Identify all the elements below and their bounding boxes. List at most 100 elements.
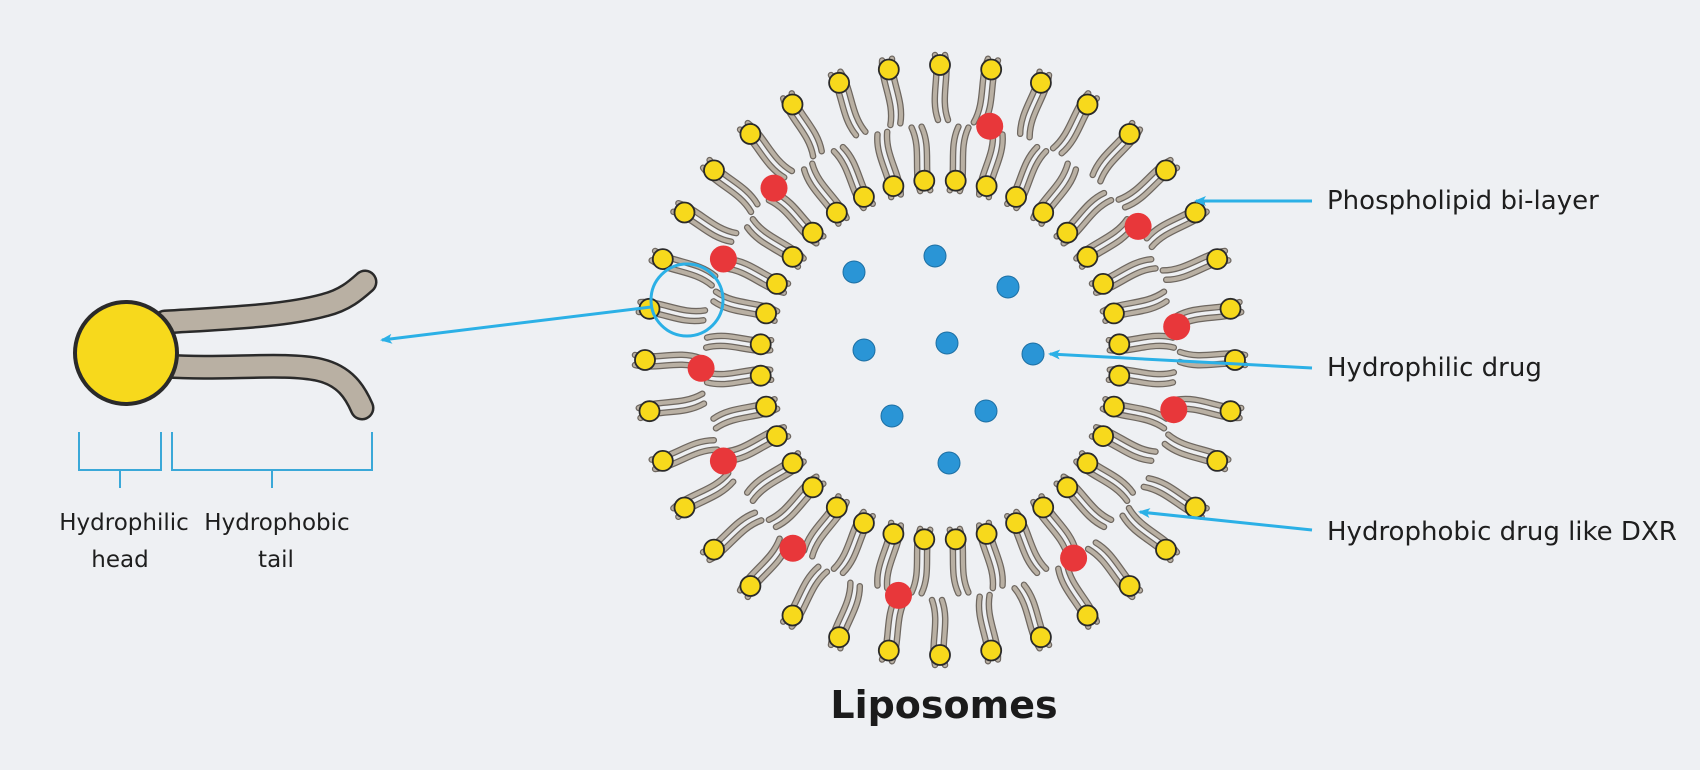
hydrophilic-drug-arrow: [1048, 349, 1313, 370]
hydrophilic-drug-particle: [974, 399, 998, 423]
lipid-head: [739, 123, 762, 145]
inner-phospholipid: [830, 508, 876, 577]
outer-phospholipid: [1016, 68, 1053, 141]
lipid-head: [1206, 449, 1229, 472]
outer-phospholipid: [736, 119, 796, 181]
outer-phospholipid: [1171, 395, 1245, 423]
hydrophobic-drug-particle: [687, 354, 715, 382]
lipid-head: [781, 245, 804, 268]
hydrophilic-drug-particle: [1021, 342, 1045, 366]
lipid-head: [913, 169, 936, 192]
hydrophilic-drug-particle: [880, 404, 904, 428]
hydrophobic-drug-particle: [1160, 396, 1188, 424]
lipid-head: [929, 644, 951, 666]
inner-phospholipid: [1030, 160, 1080, 227]
lipid-head: [853, 512, 875, 534]
lipid-head: [1076, 452, 1099, 475]
lipid-head: [1184, 496, 1207, 519]
lipid-head: [1005, 185, 1027, 208]
lipid-head: [980, 639, 1003, 662]
inner-phospholipid: [743, 215, 807, 270]
lipid-head: [1155, 538, 1177, 561]
inner-phospholipid: [765, 473, 827, 531]
inner-phospholipid: [1004, 508, 1050, 577]
inner-phospholipid: [908, 525, 936, 597]
lipid-head: [825, 201, 848, 224]
head-bracket: [78, 432, 162, 488]
inner-phospholipid: [874, 519, 905, 592]
lipid-head: [801, 476, 824, 499]
outer-phospholipid: [929, 51, 952, 124]
lipid-head: [766, 272, 788, 295]
inner-phospholipid: [702, 332, 775, 356]
inner-phospholipid: [975, 519, 1006, 592]
lipid-head: [749, 364, 772, 387]
outer-phospholipid: [670, 199, 740, 245]
lipid-head: [1032, 201, 1055, 224]
lipid-head: [944, 528, 967, 551]
hydrophilic-drug-label: Hydrophilic drug: [1327, 353, 1542, 383]
outer-phospholipid: [736, 535, 791, 601]
outer-phospholipid: [670, 469, 737, 521]
highlight-circle: [649, 262, 725, 338]
lipid-head: [801, 221, 824, 244]
lipid-head: [1030, 71, 1052, 94]
hydrophobic-drug-particle: [709, 245, 737, 273]
inner-phospholipid: [1105, 364, 1178, 388]
lipid-head: [929, 54, 951, 76]
hydrophobic-drug-particle: [976, 112, 1004, 140]
hydrophilic-head-label-line2: head: [91, 547, 148, 573]
outer-phospholipid: [877, 55, 905, 129]
lipid-head: [1056, 476, 1079, 499]
lipid-head: [673, 496, 696, 519]
lipid-head: [749, 333, 772, 356]
hydrophobic-drug-particle: [760, 174, 788, 202]
lipid-head: [781, 452, 804, 475]
inner-phospholipid: [743, 450, 807, 505]
outer-phospholipid: [631, 349, 704, 372]
hydrophobic-drug-particle: [885, 581, 912, 609]
hydrophobic-drug-particle: [709, 447, 737, 475]
hydrophobic-drug-particle: [1060, 544, 1088, 572]
lipid-head: [634, 349, 656, 371]
inner-phospholipid: [1088, 256, 1159, 296]
lipid-head: [1118, 123, 1141, 145]
outer-phospholipid: [1115, 156, 1181, 211]
hydrophobic-tail-label-line1: Hydrophobic: [204, 510, 349, 536]
inner-phospholipid: [830, 143, 876, 212]
lipid-head: [1076, 245, 1099, 268]
hydrophilic-drug-group: [842, 244, 1045, 475]
lipid-head: [1092, 425, 1114, 448]
inner-phospholipid: [1053, 189, 1115, 247]
lipid-head: [1108, 333, 1131, 356]
hydrophilic-head-label-line1: Hydrophilic: [59, 510, 189, 536]
inner-phospholipid: [944, 123, 972, 195]
hydrophobic-drug-arrow: [1138, 508, 1313, 532]
outer-phospholipid: [1143, 199, 1210, 251]
outer-phospholipid: [1140, 475, 1210, 521]
lipid-head: [755, 302, 777, 325]
enlarged-phospholipid: [73, 269, 378, 421]
lipid-head: [1155, 159, 1177, 182]
lipid-head: [638, 400, 661, 423]
inner-phospholipid: [1053, 473, 1115, 531]
lipid-head: [781, 93, 804, 116]
lipid-head: [703, 159, 725, 182]
tail-bracket: [171, 432, 373, 488]
lipid-head: [1103, 302, 1125, 325]
outer-phospholipid: [1119, 504, 1181, 564]
hydrophilic-drug-particle: [937, 451, 961, 475]
lipid-head: [1005, 512, 1027, 534]
hydrophobic-drug-particle: [779, 534, 807, 562]
lipid-head: [651, 449, 674, 472]
lipid-head: [1056, 221, 1079, 244]
lipid-head: [1076, 93, 1099, 116]
detail-arrow: [380, 305, 652, 344]
lipid-head: [781, 604, 804, 627]
lipid-head: [825, 496, 848, 519]
lipid-head: [975, 523, 998, 545]
liposome: [631, 51, 1249, 669]
outer-phospholipid: [975, 591, 1003, 665]
phospholipid-bilayer-label: Phospholipid bi-layer: [1327, 186, 1599, 216]
